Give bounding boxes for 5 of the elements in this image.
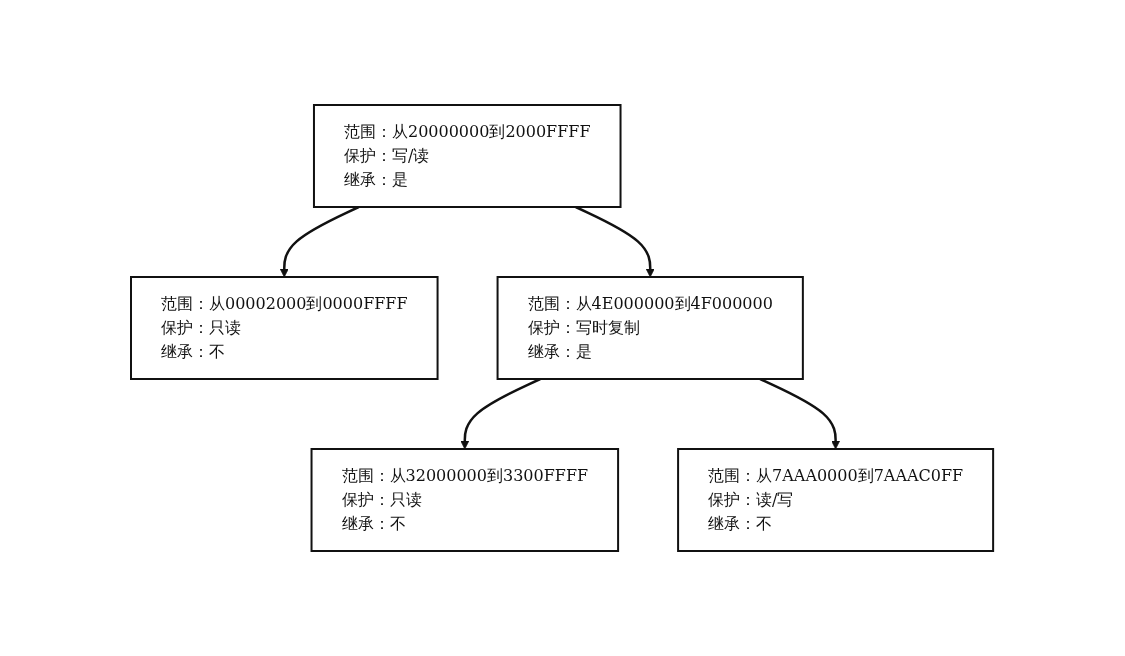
node-box: 范围：从7AAA0000到7AAAC0FF 保护：读/写 继承：不 xyxy=(677,448,995,552)
node-box: 范围：从20000000到2000FFFF 保护：写/读 继承：是 xyxy=(313,104,622,208)
node-box: 范围：从4E000000到4F000000 保护：写时复制 继承：是 xyxy=(497,276,805,380)
node-box: 范围：从32000000到3300FFFF 保护：只读 继承：不 xyxy=(310,448,620,552)
node-box: 范围：从00002000到0000FFFF 保护：只读 继承：不 xyxy=(130,276,439,380)
